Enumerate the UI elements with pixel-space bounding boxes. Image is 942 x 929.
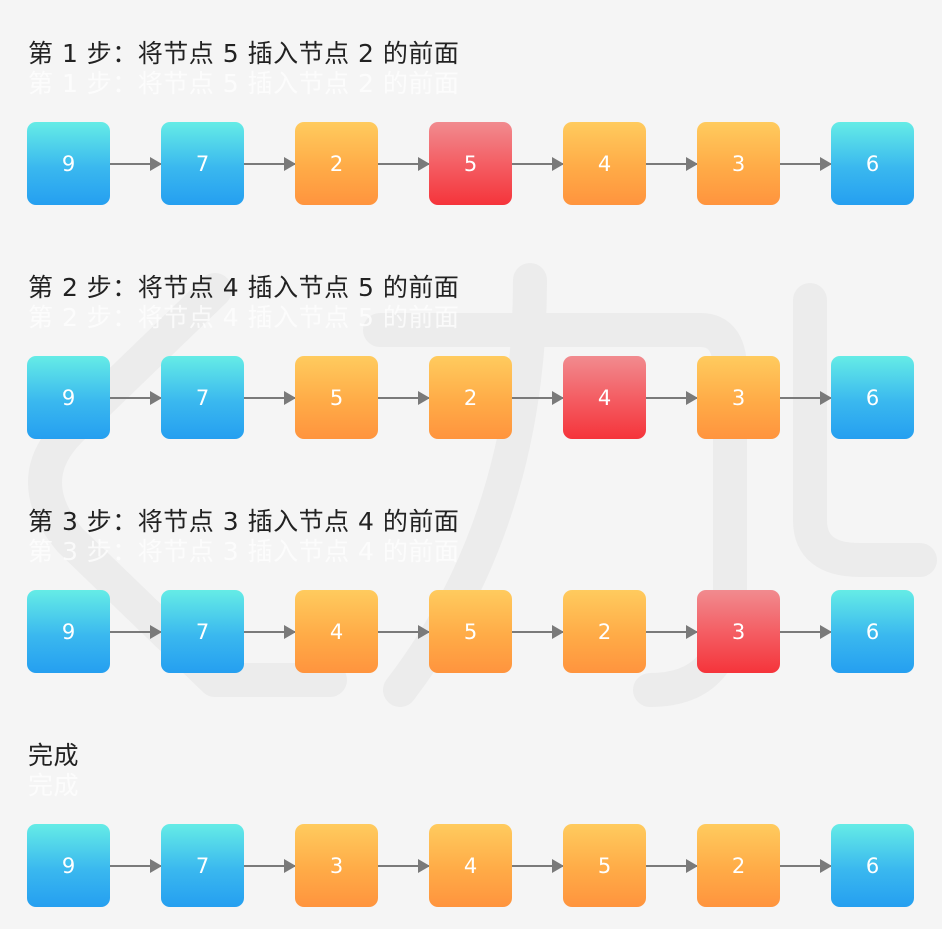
arrow-icon <box>110 859 162 873</box>
list-node: 2 <box>429 356 512 439</box>
list-node: 2 <box>697 824 780 907</box>
arrow-icon <box>646 625 698 639</box>
list-node: 9 <box>27 824 110 907</box>
list-node: 7 <box>161 356 244 439</box>
list-node: 6 <box>831 824 914 907</box>
list-node: 2 <box>563 590 646 673</box>
arrow-icon <box>512 625 564 639</box>
list-node: 4 <box>429 824 512 907</box>
linked-list-row: 9 7 2 5 4 3 6 <box>0 122 942 206</box>
arrow-icon <box>512 157 564 171</box>
arrow-icon <box>244 625 296 639</box>
arrow-icon <box>244 391 296 405</box>
step-title: 第 1 步：将节点 5 插入节点 2 的前面 <box>28 39 460 68</box>
step-title: 第 3 步：将节点 3 插入节点 4 的前面 <box>28 507 460 536</box>
list-node: 3 <box>697 590 780 673</box>
list-node: 3 <box>697 356 780 439</box>
list-node: 6 <box>831 122 914 205</box>
arrow-icon <box>512 391 564 405</box>
list-node: 4 <box>295 590 378 673</box>
arrow-icon <box>780 391 832 405</box>
linked-list-row: 9 7 5 2 4 3 6 <box>0 356 942 440</box>
list-node: 7 <box>161 122 244 205</box>
step-title-shadow: 第 1 步：将节点 5 插入节点 2 的前面 <box>28 69 460 98</box>
list-node: 5 <box>295 356 378 439</box>
step-title-shadow: 完成 <box>28 771 80 800</box>
arrow-icon <box>378 625 430 639</box>
arrow-icon <box>780 859 832 873</box>
list-node: 7 <box>161 824 244 907</box>
step-title: 第 2 步：将节点 4 插入节点 5 的前面 <box>28 273 460 302</box>
linked-list-row: 9 7 4 5 2 3 6 <box>0 590 942 674</box>
list-node: 4 <box>563 122 646 205</box>
list-node: 3 <box>295 824 378 907</box>
arrow-icon <box>110 625 162 639</box>
list-node: 6 <box>831 356 914 439</box>
list-node: 5 <box>563 824 646 907</box>
linked-list-row: 9 7 3 4 5 2 6 <box>0 824 942 908</box>
arrow-icon <box>378 391 430 405</box>
arrow-icon <box>110 391 162 405</box>
arrow-icon <box>780 625 832 639</box>
list-node: 5 <box>429 122 512 205</box>
list-node: 4 <box>563 356 646 439</box>
list-node: 5 <box>429 590 512 673</box>
arrow-icon <box>244 859 296 873</box>
arrow-icon <box>378 157 430 171</box>
arrow-icon <box>780 157 832 171</box>
arrow-icon <box>512 859 564 873</box>
list-node: 9 <box>27 122 110 205</box>
list-node: 9 <box>27 590 110 673</box>
arrow-icon <box>110 157 162 171</box>
list-node: 3 <box>697 122 780 205</box>
list-node: 9 <box>27 356 110 439</box>
step-title-shadow: 第 2 步：将节点 4 插入节点 5 的前面 <box>28 303 460 332</box>
arrow-icon <box>244 157 296 171</box>
arrow-icon <box>646 391 698 405</box>
step-title: 完成 <box>28 741 80 770</box>
arrow-icon <box>646 859 698 873</box>
arrow-icon <box>646 157 698 171</box>
list-node: 6 <box>831 590 914 673</box>
list-node: 2 <box>295 122 378 205</box>
list-node: 7 <box>161 590 244 673</box>
arrow-icon <box>378 859 430 873</box>
step-title-shadow: 第 3 步：将节点 3 插入节点 4 的前面 <box>28 537 460 566</box>
